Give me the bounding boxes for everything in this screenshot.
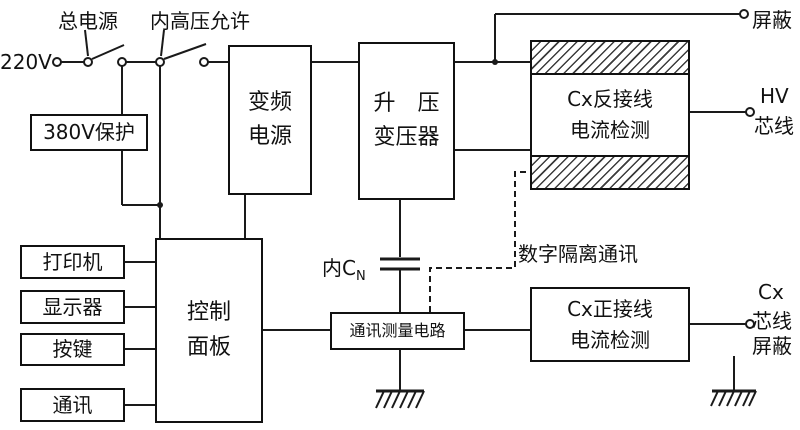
block-cx-reverse-text: Cx反接线 电流检测 [530, 75, 690, 155]
label-digital-isolation: 数字隔离通讯 [518, 242, 638, 266]
label-hv-permit-switch: 内高压允许 [150, 9, 250, 33]
block-cx-forward-detection: Cx正接线 电流检测 [530, 287, 690, 362]
block-380v-protection: 380V保护 [30, 114, 148, 151]
block-comm-measure-circuit: 通讯测量电路 [330, 312, 465, 350]
wire-hv-output [690, 107, 755, 117]
block-380v-protection-label: 380V保护 [43, 120, 135, 144]
transformer-line2: 变压器 [373, 125, 440, 150]
block-stepup-transformer: 升 压 变压器 [358, 42, 455, 200]
cx-forward-line1: Cx正接线 [567, 296, 653, 321]
inner-cap-text: 内C [322, 256, 356, 280]
cx-reverse-line2: 电流检测 [570, 118, 650, 142]
label-220v: 220V [0, 50, 52, 74]
wire-top-shield [492, 9, 749, 65]
transformer-line1: 升 压 [373, 90, 440, 116]
ground-icon-right [710, 356, 757, 407]
control-panel-line2: 面板 [186, 334, 231, 360]
label-hv-core: 芯线 [754, 114, 794, 138]
capacitor-icon [380, 257, 420, 312]
label-hv: HV [760, 84, 789, 108]
wire-left-peripherals [125, 261, 155, 406]
control-panel-line1: 控制 [186, 300, 231, 326]
inner-cap-subscript: N [355, 269, 366, 284]
printer-label: 打印机 [42, 249, 103, 274]
wire-cx-output [690, 319, 755, 329]
block-vf-power-supply: 变频 电源 [228, 45, 312, 195]
label-shield-top: 屏蔽 [752, 8, 792, 32]
cx-reverse-line1: Cx反接线 [567, 87, 653, 111]
vf-power-line1: 变频 [247, 89, 292, 115]
wire-protection-branch [121, 66, 163, 238]
block-printer: 打印机 [20, 245, 125, 279]
terminal-220v [52, 57, 62, 67]
block-control-panel: 控制 面板 [155, 238, 263, 423]
label-cx-core: 芯线 [752, 309, 792, 333]
hv-permit-switch-icon [155, 29, 209, 67]
vf-power-line2: 电源 [247, 124, 292, 149]
label-cx-shield: 屏蔽 [752, 334, 792, 358]
comm-label: 通讯 [52, 392, 93, 417]
ground-icon-center [375, 350, 425, 409]
block-keys: 按键 [20, 333, 125, 366]
label-inner-capacitor: 内CN [322, 252, 366, 284]
comm-measure-label: 通讯测量电路 [349, 320, 446, 340]
cx-forward-line2: 电流检测 [570, 327, 650, 352]
label-cx: Cx [758, 280, 784, 304]
display-label: 显示器 [42, 294, 103, 319]
block-comm: 通讯 [20, 388, 125, 422]
shield-electrode-top-hatch [530, 40, 690, 75]
digital-isolation-dashed-line [429, 171, 530, 312]
label-main-power-switch: 总电源 [58, 9, 118, 33]
shield-electrode-bottom-hatch [530, 155, 690, 190]
block-display: 显示器 [20, 290, 125, 324]
keys-label: 按键 [52, 337, 93, 361]
main-power-switch-icon [83, 29, 127, 67]
